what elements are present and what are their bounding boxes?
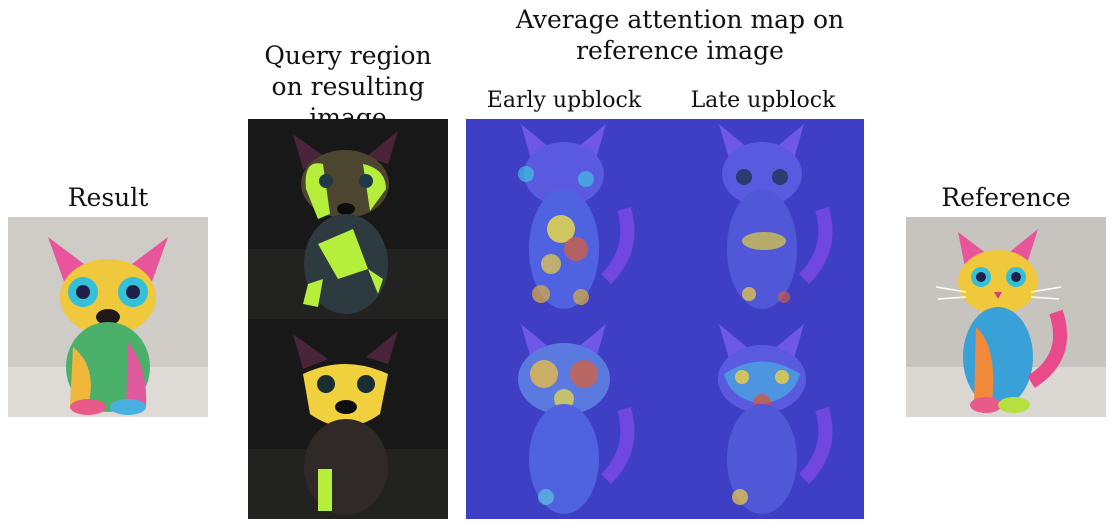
- reference-title: Reference: [941, 183, 1071, 212]
- late-upblock-label: Late upblock: [690, 88, 836, 113]
- query-image-top: [248, 119, 448, 319]
- attention-late-bottom: [664, 319, 864, 519]
- query-image-bottom: [248, 319, 448, 519]
- early-upblock-label: Early upblock: [486, 88, 642, 113]
- result-image: [8, 217, 208, 417]
- attention-early-bottom: [466, 319, 664, 519]
- attention-early-top: [466, 119, 664, 319]
- attention-title: Average attention map on reference image: [515, 5, 845, 65]
- result-title: Result: [67, 183, 149, 212]
- attention-late-top: [664, 119, 864, 319]
- reference-image: [906, 217, 1106, 417]
